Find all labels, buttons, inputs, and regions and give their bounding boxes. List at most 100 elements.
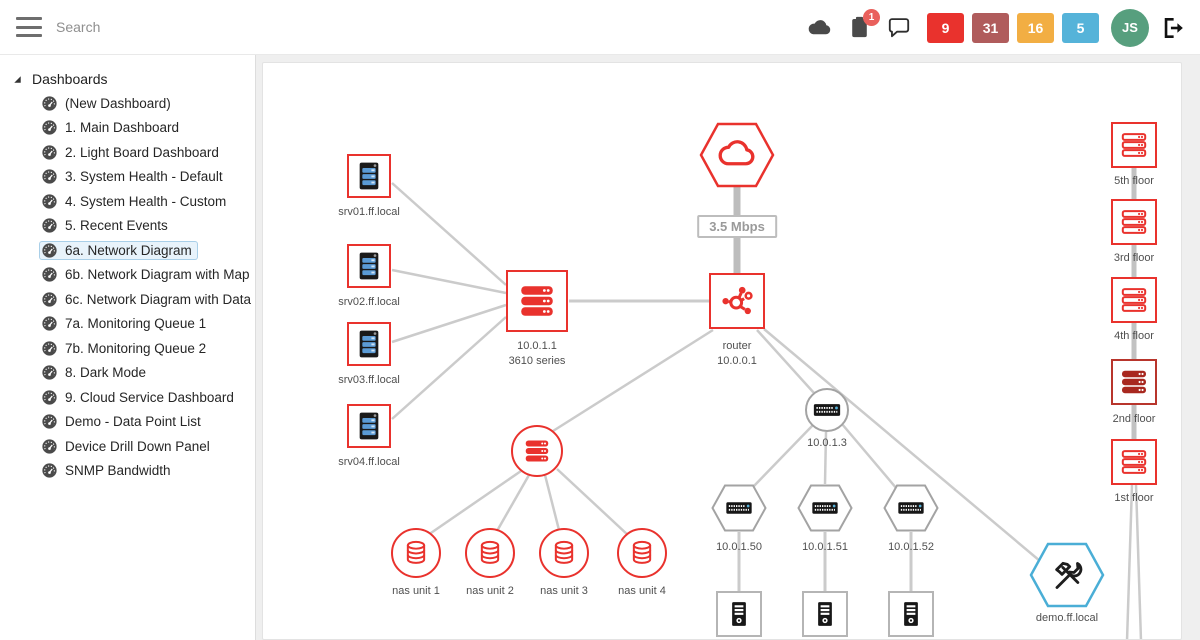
node-label-core-switch: 10.0.1.1 3610 series xyxy=(508,340,566,367)
node-nas-unit-4[interactable] xyxy=(617,528,667,578)
node-storage-hub[interactable] xyxy=(511,425,563,477)
gauge-icon xyxy=(42,390,57,405)
database-icon xyxy=(550,539,578,567)
alarm-count-warning[interactable]: 16 xyxy=(1017,12,1054,43)
sidebar-item-recent-events[interactable]: 5. Recent Events xyxy=(0,214,255,239)
gauge-icon xyxy=(42,145,57,160)
node-srv02[interactable] xyxy=(347,244,391,288)
gauge-icon xyxy=(42,316,57,331)
node-router[interactable] xyxy=(709,273,765,329)
node-label-sw3: 10.0.1.3 xyxy=(807,437,847,449)
alarm-count-red[interactable]: 9 xyxy=(927,12,964,43)
sidebar-item-network-diagram-datapoints[interactable]: 6c. Network Diagram with Data Po xyxy=(0,287,255,312)
sidebar-item-new-dashboard[interactable]: (New Dashboard) xyxy=(0,91,255,116)
node-label-floor2: 2nd floor xyxy=(1112,413,1156,425)
top-bar: 1 9 31 16 5 JS xyxy=(0,0,1200,55)
node-switch-10-0-1-3[interactable] xyxy=(805,388,849,432)
node-2nd-floor[interactable] xyxy=(1111,359,1157,405)
switch-icon xyxy=(812,501,839,515)
gauge-icon xyxy=(42,267,57,282)
node-label-floor5: 5th floor xyxy=(1114,175,1154,187)
sidebar-item-dark-mode[interactable]: 8. Dark Mode xyxy=(0,361,255,386)
chat-icon[interactable] xyxy=(884,13,914,43)
gauge-icon xyxy=(42,169,57,184)
sidebar-item-main-dashboard[interactable]: 1. Main Dashboard xyxy=(0,116,255,141)
sidebar-root-dashboards[interactable]: Dashboards xyxy=(0,55,255,91)
rack-icon xyxy=(522,436,552,466)
alarm-count-unusual[interactable]: 5 xyxy=(1062,12,1099,43)
node-switch-10-0-1-50[interactable] xyxy=(711,484,767,532)
node-4th-floor[interactable] xyxy=(1111,277,1157,323)
search-input[interactable] xyxy=(56,19,226,35)
sidebar-item-monitoring-queue-1[interactable]: 7a. Monitoring Queue 1 xyxy=(0,312,255,337)
node-nas-unit-3[interactable] xyxy=(539,528,589,578)
rack-icon xyxy=(516,280,558,322)
rack-outline-icon xyxy=(1118,129,1150,161)
database-icon xyxy=(402,539,430,567)
node-label-nas3: nas unit 3 xyxy=(540,585,588,597)
tools-icon xyxy=(1047,555,1087,595)
sidebar-item-system-health-custom[interactable]: 4. System Health - Custom xyxy=(0,189,255,214)
router-hub-icon xyxy=(718,282,756,320)
gauge-icon xyxy=(42,365,57,380)
rack-outline-icon xyxy=(1118,446,1150,478)
tickets-count-badge: 1 xyxy=(863,8,880,26)
switch-icon xyxy=(898,501,925,515)
gauge-icon xyxy=(42,120,57,135)
sidebar-item-monitoring-queue-2[interactable]: 7b. Monitoring Queue 2 xyxy=(0,336,255,361)
sidebar-item-network-diagram[interactable]: 6a. Network Diagram xyxy=(0,238,255,263)
gauge-icon xyxy=(42,292,57,307)
diagram-edges xyxy=(391,168,1143,639)
node-3rd-floor[interactable] xyxy=(1111,199,1157,245)
rack-outline-icon xyxy=(1118,206,1150,238)
node-floor-pc-1[interactable] xyxy=(716,591,762,637)
node-floor-pc-3[interactable] xyxy=(888,591,934,637)
network-diagram-panel: 3.5 Mbps router 10.0.0.1 10.0.1.1 3610 s… xyxy=(262,62,1182,640)
node-1st-floor[interactable] xyxy=(1111,439,1157,485)
pc-icon xyxy=(896,599,926,629)
node-nas-unit-2[interactable] xyxy=(465,528,515,578)
node-demo-ff-local[interactable] xyxy=(1029,542,1105,608)
server-icon xyxy=(353,410,385,442)
bandwidth-label: 3.5 Mbps xyxy=(697,215,777,238)
node-srv04[interactable] xyxy=(347,404,391,448)
node-floor-pc-2[interactable] xyxy=(802,591,848,637)
sidebar-item-network-diagram-map[interactable]: 6b. Network Diagram with Map xyxy=(0,263,255,288)
node-switch-10-0-1-52[interactable] xyxy=(883,484,939,532)
node-label-sw52: 10.0.1.52 xyxy=(888,541,934,553)
node-label-router: router 10.0.0.1 xyxy=(717,340,757,367)
node-5th-floor[interactable] xyxy=(1111,122,1157,168)
cloud-icon xyxy=(716,134,758,176)
top-bar-actions: 1 9 31 16 5 JS xyxy=(799,0,1192,55)
server-icon xyxy=(353,160,385,192)
rack-outline-icon xyxy=(1118,284,1150,316)
tickets-icon[interactable]: 1 xyxy=(844,8,880,43)
alarm-count-ackred[interactable]: 31 xyxy=(972,12,1009,43)
node-core-switch[interactable] xyxy=(506,270,568,332)
tree-collapse-icon[interactable] xyxy=(12,74,23,85)
node-label-demo: demo.ff.local xyxy=(1035,612,1099,624)
logout-icon[interactable] xyxy=(1157,13,1187,43)
sidebar-item-snmp-bandwidth[interactable]: SNMP Bandwidth xyxy=(0,459,255,484)
rack-dark-icon xyxy=(1118,366,1150,398)
node-srv03[interactable] xyxy=(347,322,391,366)
database-icon xyxy=(476,539,504,567)
node-switch-10-0-1-51[interactable] xyxy=(797,484,853,532)
sidebar-item-demo-data-point-list[interactable]: Demo - Data Point List xyxy=(0,410,255,435)
sidebar-item-cloud-service-dashboard[interactable]: 9. Cloud Service Dashboard xyxy=(0,385,255,410)
node-label-srv03: srv03.ff.local xyxy=(338,374,400,386)
node-srv01[interactable] xyxy=(347,154,391,198)
node-nas-unit-1[interactable] xyxy=(391,528,441,578)
sidebar: Dashboards (New Dashboard) 1. Main Dashb… xyxy=(0,55,256,640)
gauge-icon xyxy=(42,439,57,454)
cloud-icon[interactable] xyxy=(804,13,834,43)
sidebar-item-system-health-default[interactable]: 3. System Health - Default xyxy=(0,165,255,190)
sidebar-item-device-drill-down-panel[interactable]: Device Drill Down Panel xyxy=(0,434,255,459)
sidebar-root-label: Dashboards xyxy=(32,71,108,87)
avatar[interactable]: JS xyxy=(1111,8,1149,47)
sidebar-item-light-board-dashboard[interactable]: 2. Light Board Dashboard xyxy=(0,140,255,165)
node-internet-cloud[interactable] xyxy=(699,122,775,188)
hamburger-menu-icon[interactable] xyxy=(16,17,42,37)
switch-icon xyxy=(726,501,753,515)
node-label-nas2: nas unit 2 xyxy=(466,585,514,597)
